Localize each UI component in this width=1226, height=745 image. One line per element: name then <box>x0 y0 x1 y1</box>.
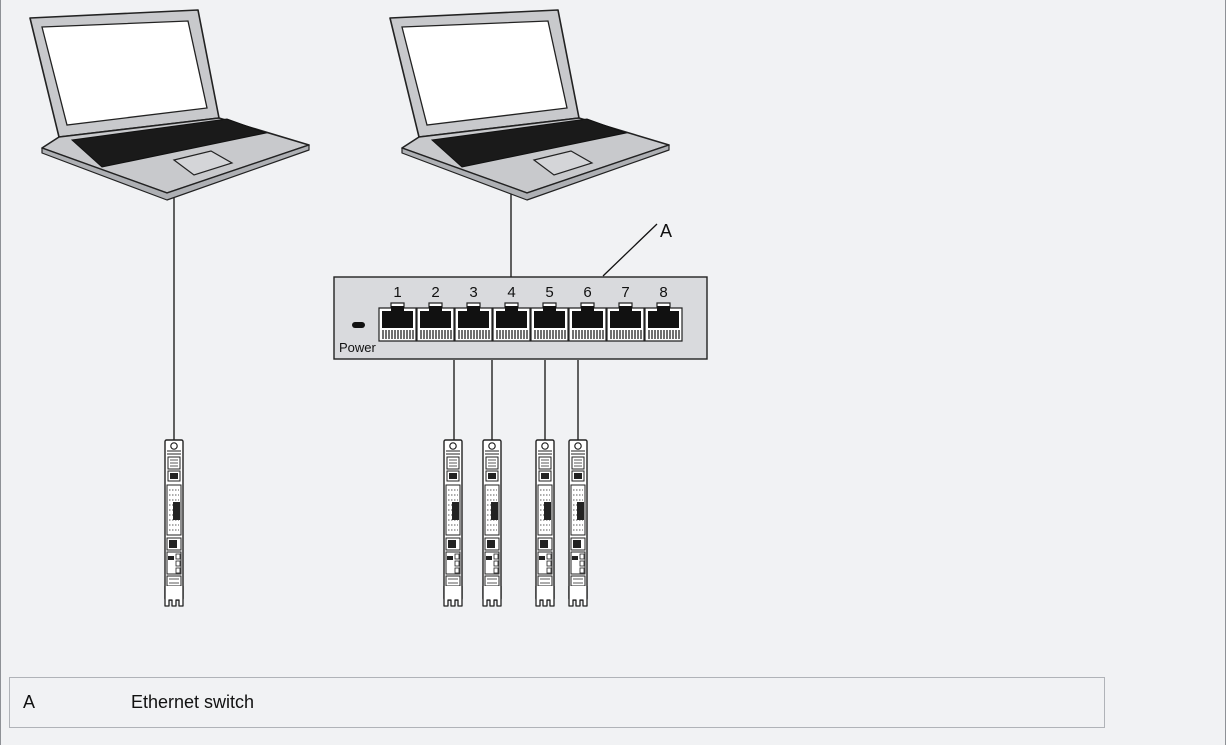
power-label: Power <box>339 340 377 355</box>
laptop-icon <box>29 9 310 201</box>
port-number-label: 1 <box>393 284 401 301</box>
ethernet-switch: Power 1 2 3 4 5 6 7 8 <box>333 276 708 360</box>
legend-key: A <box>23 692 36 712</box>
port-number-label: 5 <box>545 284 553 301</box>
ethernet-port-icon <box>606 302 645 342</box>
power-led-icon <box>352 322 365 328</box>
ethernet-port-icon <box>378 302 417 342</box>
port-number-label: 2 <box>431 284 439 301</box>
callout-leader <box>602 223 658 277</box>
laptop-icon <box>389 9 670 201</box>
callout-label: A <box>660 221 672 241</box>
ethernet-port-icon <box>530 302 569 342</box>
network-diagram: A Power 1 2 3 4 5 6 7 8 <box>29 9 708 607</box>
ethernet-port-icon <box>492 302 531 342</box>
ethernet-port-icon <box>644 302 683 342</box>
drive-module-icon <box>482 439 502 607</box>
port-number-label: 7 <box>621 284 629 301</box>
port-number-label: 6 <box>583 284 591 301</box>
port-number-label: 8 <box>659 284 667 301</box>
legend-table: A Ethernet switch <box>9 677 1105 728</box>
port-number-label: 3 <box>469 284 477 301</box>
port-number-label: 4 <box>507 284 515 301</box>
ethernet-port-icon <box>454 302 493 342</box>
drive-module-icon <box>535 439 555 607</box>
ethernet-port-icon <box>416 302 455 342</box>
drive-module-icon <box>443 439 463 607</box>
drive-module-icon <box>568 439 588 607</box>
legend-description: Ethernet switch <box>131 692 255 712</box>
ethernet-port-icon <box>568 302 607 342</box>
drive-module-icon <box>164 439 184 607</box>
